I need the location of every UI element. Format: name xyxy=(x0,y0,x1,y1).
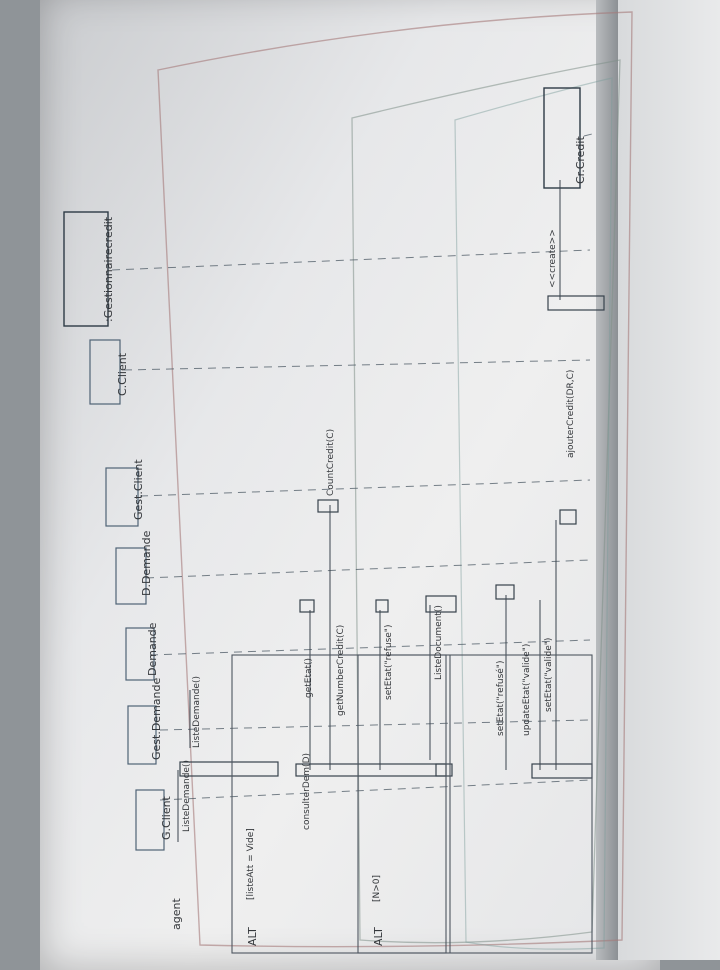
participant-box xyxy=(125,627,155,681)
participant-box xyxy=(135,789,165,851)
message-label: consulterDem(D) xyxy=(302,752,312,830)
wall xyxy=(618,0,720,960)
message-label: CountCredit(C) xyxy=(326,428,336,496)
message-label: ajouterCredit(DR,C) xyxy=(566,369,576,458)
message-label: ListeDocument() xyxy=(434,605,444,680)
participant-box xyxy=(127,705,157,765)
participant-label: :Gestionnairecredit xyxy=(102,216,115,322)
actor-label: agent xyxy=(170,898,183,930)
participant-box xyxy=(115,547,147,605)
message-label: <<create>> xyxy=(548,229,558,288)
message-label: setEtat("refuse") xyxy=(384,624,394,700)
participant-box xyxy=(89,339,121,405)
participant-box xyxy=(105,467,139,527)
message-label: ListeDemande() xyxy=(192,676,202,748)
participant-label: Gest.Demande xyxy=(150,677,163,760)
message-label: getNumberCredit(C) xyxy=(336,624,346,716)
message-label: ListeDemande() xyxy=(182,760,192,832)
message-label: getEtat() xyxy=(304,657,314,698)
participant-box xyxy=(63,211,109,327)
message-label: setEtat("valide") xyxy=(544,637,554,712)
participant-label: Gest.Client xyxy=(132,459,145,520)
frame-label: ALT xyxy=(246,927,259,946)
frame-guard: [N>0] xyxy=(372,874,382,902)
frame-guard: [listeAtt = Vide] xyxy=(246,828,256,900)
participant-label: C.Client xyxy=(116,352,129,396)
participant-label: Demande xyxy=(146,622,159,676)
whiteboard xyxy=(40,0,660,970)
participant-box xyxy=(543,87,581,189)
participant-label: G.Client xyxy=(160,796,173,840)
message-label: setEtat("refusé") xyxy=(496,660,506,736)
frame-label: ALT xyxy=(372,927,385,946)
participant-label: Cr.Credit xyxy=(574,136,587,184)
participant-label: D.Demande xyxy=(140,530,153,596)
message-label: updateEtat("valide") xyxy=(522,643,532,736)
